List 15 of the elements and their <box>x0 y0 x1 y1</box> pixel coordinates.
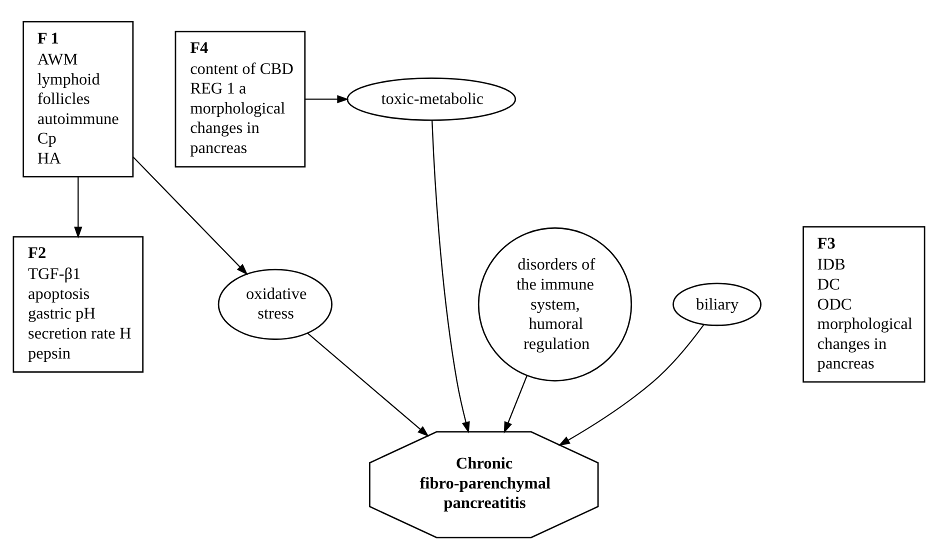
arrow <box>305 94 349 103</box>
node-ellipse: biliary <box>672 282 762 326</box>
arrow <box>306 332 430 436</box>
arrow <box>74 176 82 238</box>
node-circle: disorders of the immune system, humoral regulation <box>478 226 632 381</box>
arrow <box>558 324 704 446</box>
node-box: F3 IDB DC ODC morphological changes in pancreas <box>802 226 926 382</box>
node-box: F4 content of CBD REG 1 a morphological changes in pancreas <box>174 30 306 168</box>
arrow <box>432 120 470 433</box>
arrow <box>132 156 248 275</box>
node-ellipse: oxidative stress <box>218 268 333 340</box>
node-ellipse: toxic-metabolic <box>346 77 516 120</box>
arrow <box>504 375 528 433</box>
node-box: F2 TGF-β1 apoptosis gastric pH secretion rate H pepsin <box>12 236 144 372</box>
node-box: F 1 AWM lymphoid follicles autoimmune Cp HA <box>22 20 134 177</box>
